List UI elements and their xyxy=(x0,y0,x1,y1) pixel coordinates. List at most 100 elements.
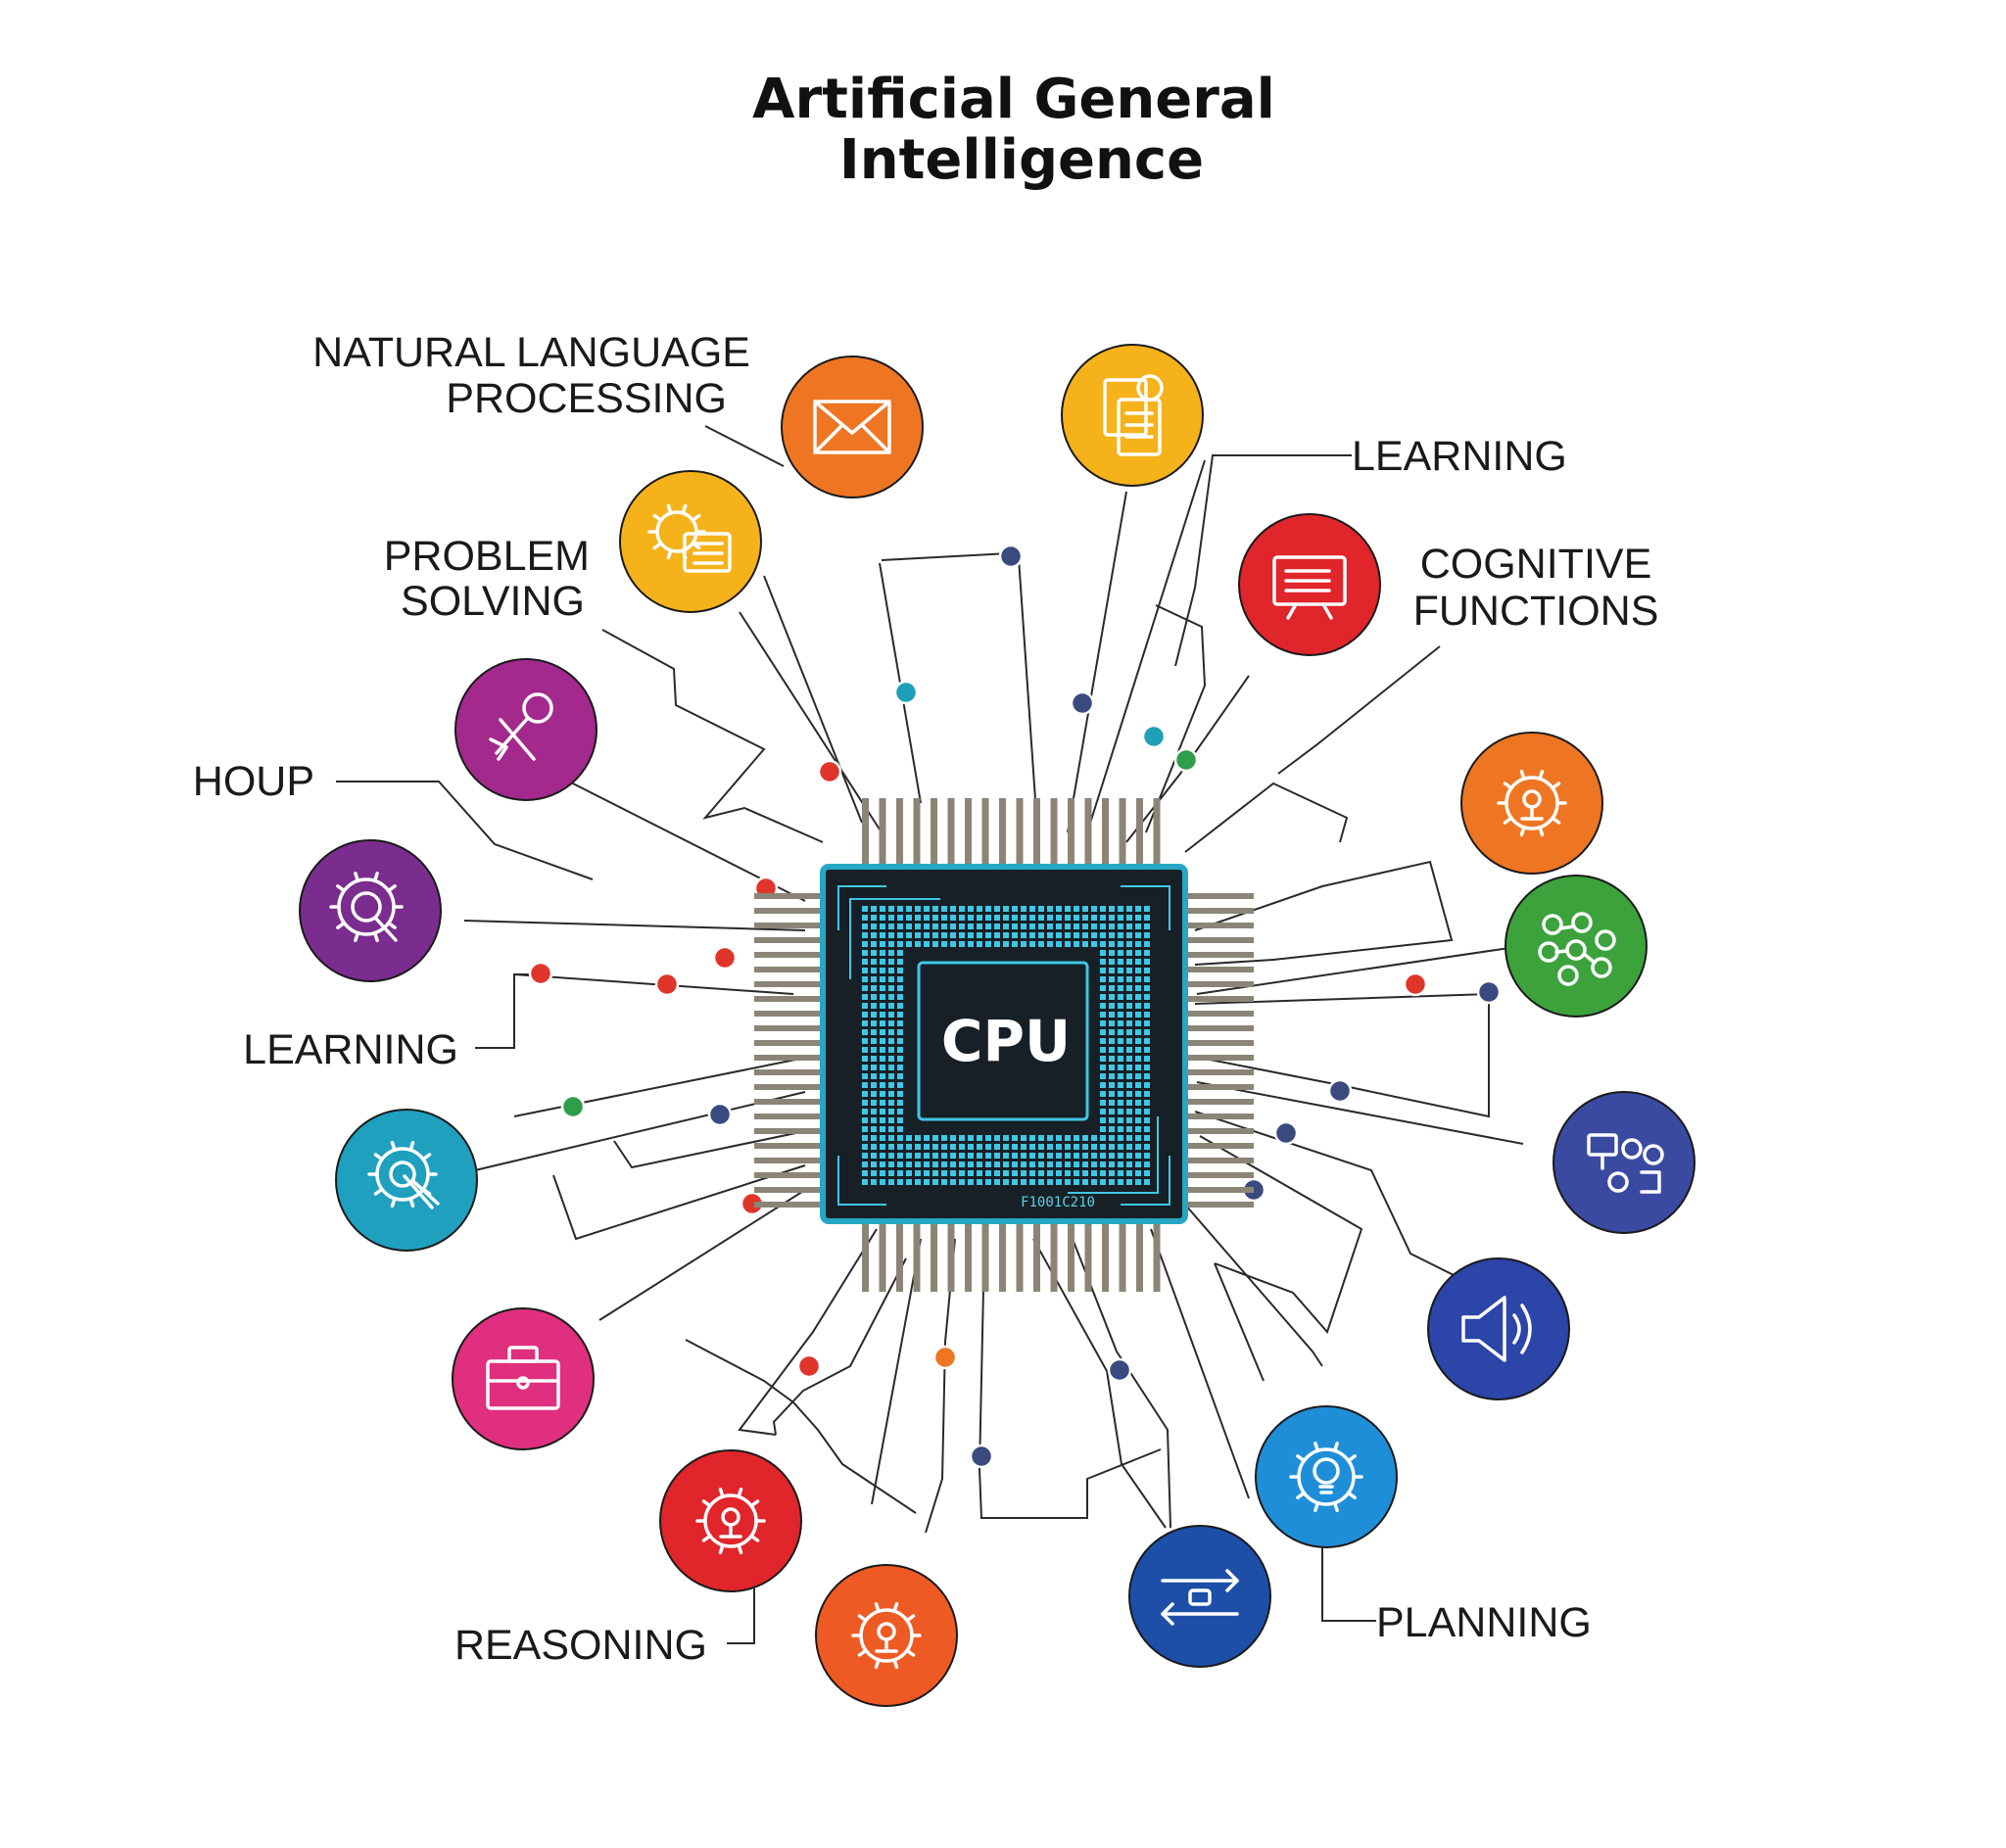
chip-pin xyxy=(754,1128,823,1134)
trace xyxy=(978,1243,1162,1519)
die-cell xyxy=(985,1135,991,1141)
die-cell xyxy=(862,1020,868,1026)
die-cell xyxy=(880,1161,885,1167)
trace xyxy=(739,611,883,833)
die-cell xyxy=(968,1179,974,1185)
chip-pin xyxy=(1185,908,1254,914)
die-cell xyxy=(1118,1126,1123,1132)
die-cell xyxy=(1038,1170,1044,1176)
die-cell xyxy=(1126,1038,1132,1044)
die-cell xyxy=(1135,1073,1141,1079)
die-cell xyxy=(1091,924,1097,929)
die-cell xyxy=(1126,1170,1132,1176)
die-cell xyxy=(1012,1144,1018,1150)
die-cell xyxy=(897,1003,903,1009)
die-cell xyxy=(994,915,1000,921)
die-cell xyxy=(1082,932,1088,938)
chip-pin xyxy=(754,1172,823,1178)
die-cell xyxy=(1109,924,1115,929)
die-cell xyxy=(1047,1135,1053,1141)
chip-pin xyxy=(754,1158,823,1163)
die-cell xyxy=(1144,1109,1150,1114)
die-cell xyxy=(915,1161,921,1167)
chip-pin xyxy=(1102,1221,1109,1292)
envelope-icon xyxy=(813,400,891,454)
die-cell xyxy=(959,915,965,921)
die-cell xyxy=(888,941,894,947)
die-cell xyxy=(1082,1170,1088,1176)
die-cell xyxy=(888,985,894,991)
die-cell xyxy=(897,1065,903,1070)
die-cell xyxy=(1003,906,1009,912)
die-cell xyxy=(941,906,947,912)
die-cell xyxy=(1021,1135,1027,1141)
cognitive-leader xyxy=(1277,645,1441,775)
die-cell xyxy=(1144,1056,1150,1062)
die-cell xyxy=(1144,1161,1150,1167)
die-cell xyxy=(1126,915,1132,921)
die-cell xyxy=(871,1179,877,1185)
die-cell xyxy=(1109,959,1115,965)
die-cell xyxy=(1091,1161,1097,1167)
die-cell xyxy=(1135,915,1141,921)
die-cell xyxy=(862,1109,868,1114)
die-cell xyxy=(862,1056,868,1062)
die-cell xyxy=(1135,1170,1141,1176)
die-cell xyxy=(1012,932,1018,938)
die-cell xyxy=(1065,941,1071,947)
die-cell xyxy=(888,1126,894,1132)
die-cell xyxy=(888,1056,894,1062)
die-cell xyxy=(888,1003,894,1009)
node-circle xyxy=(781,355,924,498)
die-cell xyxy=(950,1161,956,1167)
die-cell xyxy=(924,1144,930,1150)
die-cell xyxy=(1118,1109,1123,1114)
chip-pin xyxy=(1119,798,1126,867)
die-cell xyxy=(968,1161,974,1167)
die-cell xyxy=(1109,1091,1115,1097)
chip-pin xyxy=(754,937,823,943)
die-cell xyxy=(880,1100,885,1106)
die-cell xyxy=(1144,1091,1150,1097)
die-cell xyxy=(1126,1117,1132,1123)
die-cell xyxy=(1118,1144,1123,1150)
die-cell xyxy=(1065,906,1071,912)
chip-pin xyxy=(1084,798,1092,867)
die-cell xyxy=(880,1170,885,1176)
die-cell xyxy=(1029,932,1035,938)
trace xyxy=(474,1091,806,1171)
die-cell xyxy=(906,1153,912,1159)
die-cell xyxy=(1082,1161,1088,1167)
die-cell xyxy=(977,932,982,938)
die-cell xyxy=(888,915,894,921)
die-cell xyxy=(1126,1100,1132,1106)
die-cell xyxy=(1109,1109,1115,1114)
die-cell xyxy=(862,1153,868,1159)
trace xyxy=(1199,1135,1363,1334)
die-cell xyxy=(871,941,877,947)
die-cell xyxy=(1021,924,1027,929)
die-cell xyxy=(862,994,868,1000)
die-cell xyxy=(915,941,921,947)
die-cell xyxy=(1118,1091,1123,1097)
die-cell xyxy=(1047,906,1053,912)
die-cell xyxy=(950,1153,956,1159)
die-cell xyxy=(1029,1135,1035,1141)
die-cell xyxy=(897,1109,903,1114)
trace xyxy=(1072,1238,1171,1529)
die-cell xyxy=(1082,941,1088,947)
die-cell xyxy=(1047,1144,1053,1150)
die-cell xyxy=(862,1135,868,1141)
trace xyxy=(871,1238,922,1505)
title-line-1: Artificial General xyxy=(752,68,1275,131)
die-cell xyxy=(1065,1179,1071,1185)
chip-pin xyxy=(1185,1114,1254,1119)
die-cell xyxy=(994,1135,1000,1141)
die-cell xyxy=(1100,941,1106,947)
die-cell xyxy=(880,1144,885,1150)
die-cell xyxy=(871,932,877,938)
die-cell xyxy=(871,950,877,956)
connector-dot xyxy=(1070,690,1095,716)
chip-pin xyxy=(1185,893,1254,899)
